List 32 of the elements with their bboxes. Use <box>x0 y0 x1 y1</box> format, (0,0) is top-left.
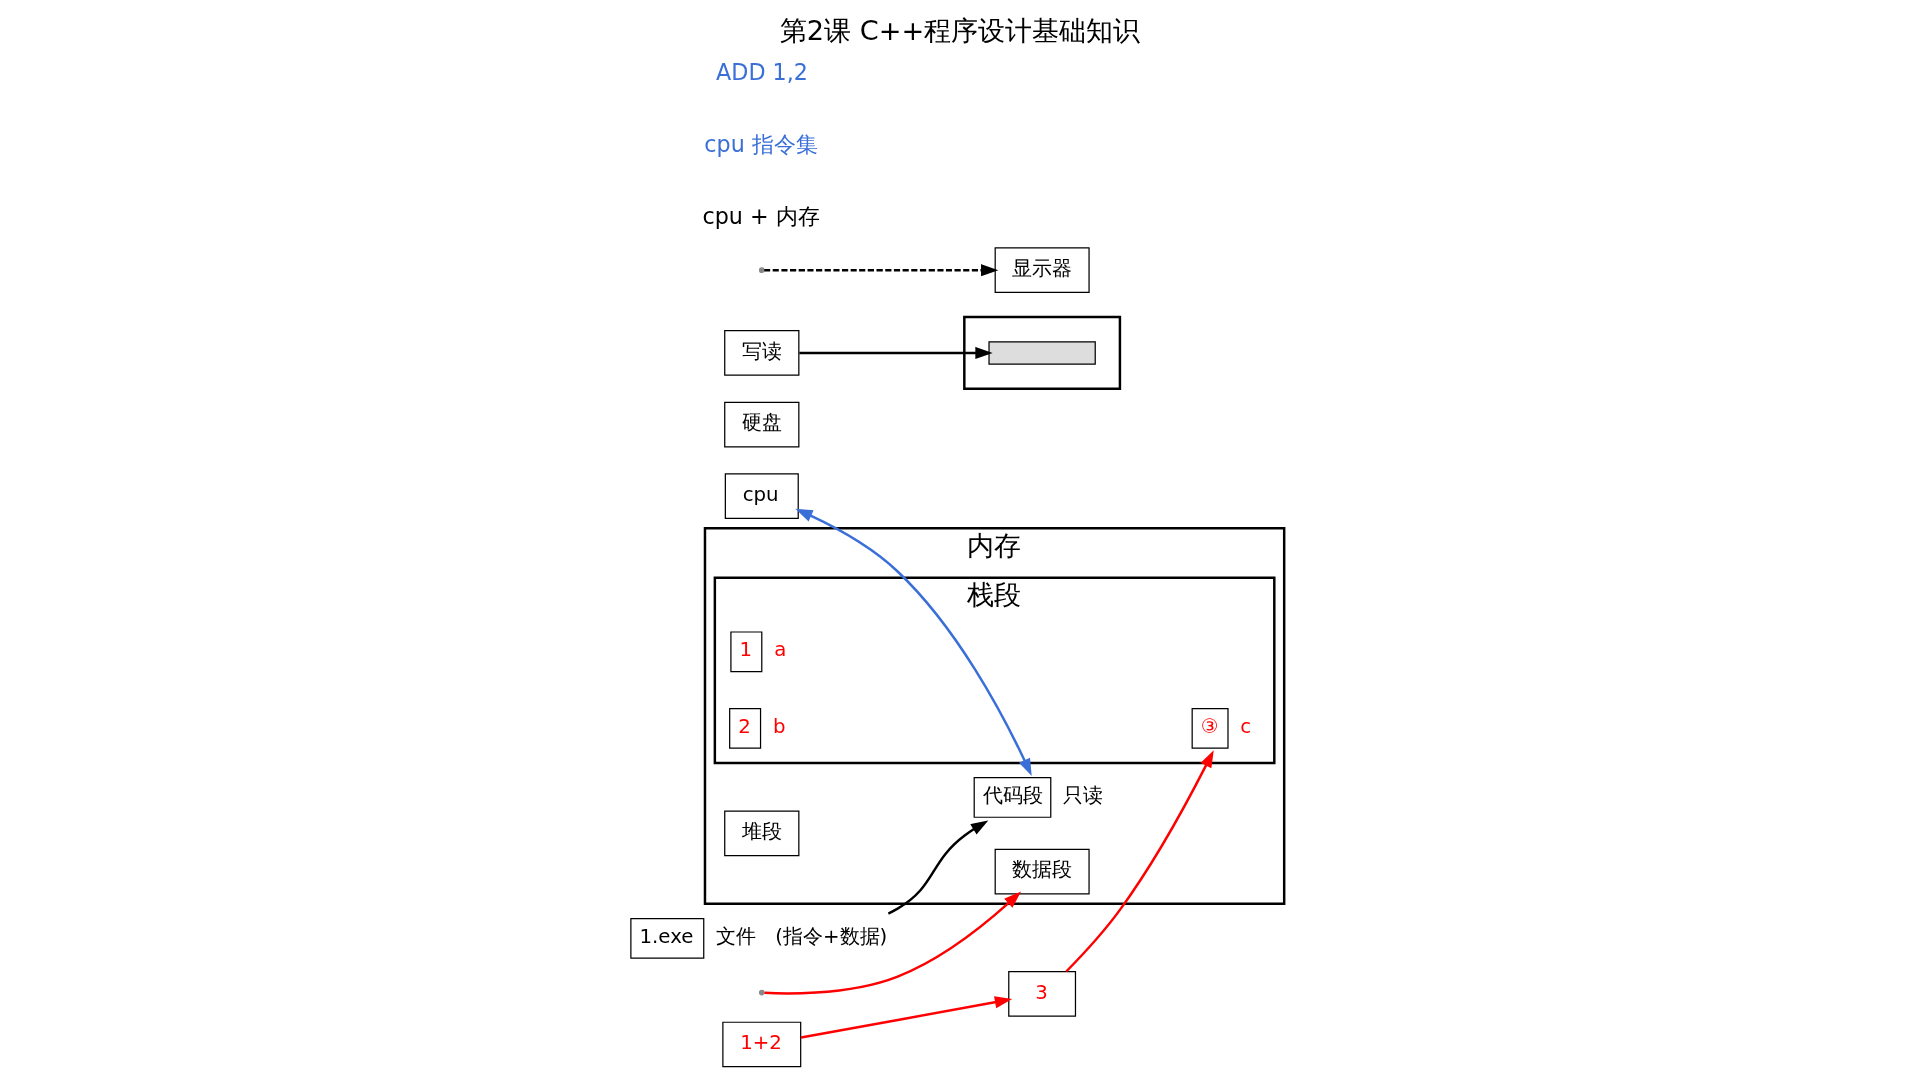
node-label: a <box>774 638 787 662</box>
arrow <box>887 820 989 915</box>
node-box: 数据段 <box>994 848 1090 895</box>
node-box: ③ <box>1191 707 1229 749</box>
diagram-title: 第2课 C++程序设计基础知识 <box>779 14 1141 46</box>
node-box: 3 <box>1008 971 1077 1017</box>
node-box: 2 <box>729 707 762 749</box>
node-box: 1.exe <box>630 917 705 959</box>
cluster <box>963 315 1122 390</box>
arrow <box>764 891 1022 995</box>
node-box: 硬盘 <box>724 401 800 448</box>
arrow <box>795 508 1032 777</box>
label: cpu + 内存 <box>702 202 820 229</box>
arrow <box>764 264 999 277</box>
node-box: 代码段 <box>973 777 1052 818</box>
node-label: c <box>1240 715 1252 739</box>
node-box: 1 <box>730 631 763 673</box>
arrow <box>799 346 993 359</box>
node-box: 写读 <box>724 330 800 376</box>
label: ADD 1,2 <box>716 59 808 86</box>
node-box: 显示器 <box>994 247 1090 293</box>
node-label: 只读 <box>1063 784 1104 808</box>
node-label: b <box>772 715 786 739</box>
node-label: 文件 <box>716 924 757 948</box>
node-bar <box>988 341 1096 365</box>
node-label: (指令+数据) <box>775 924 888 948</box>
arrow <box>800 996 1013 1039</box>
node-box: 堆段 <box>724 810 800 857</box>
label: cpu 指令集 <box>704 131 818 158</box>
node-box: cpu <box>724 473 799 519</box>
arrow <box>1065 750 1214 973</box>
node-box: 1+2 <box>722 1021 802 1068</box>
